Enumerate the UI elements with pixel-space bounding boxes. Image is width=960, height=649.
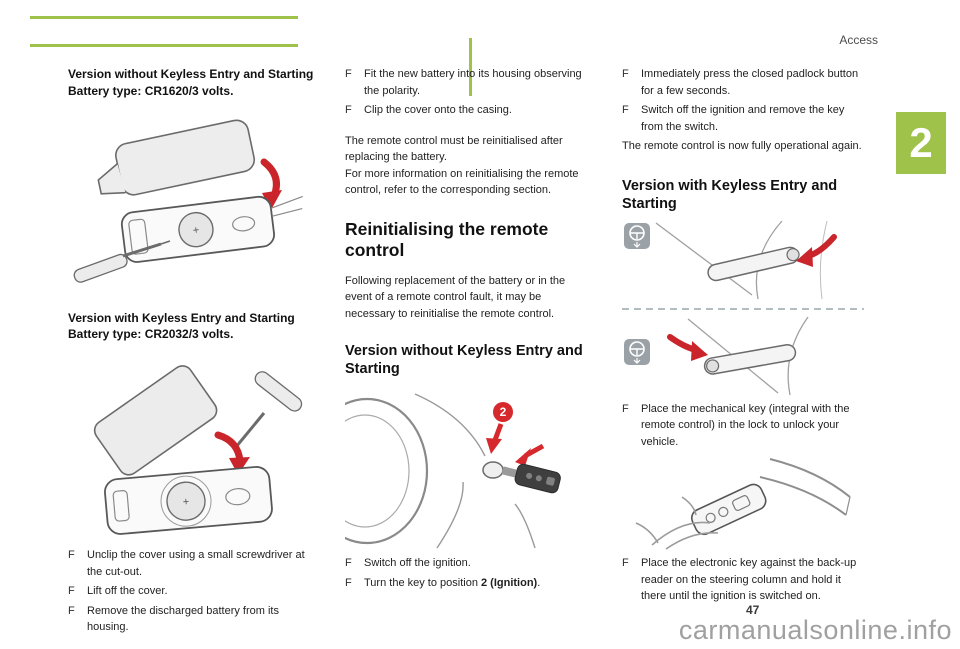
list-item: F Turn the key to position 2 (Ignition). <box>345 575 593 592</box>
battery-cell <box>178 211 214 247</box>
chapter-tab: 2 <box>896 112 946 174</box>
badge-number: 2 <box>500 405 507 419</box>
list-item: F Lift off the cover. <box>68 583 316 600</box>
heading-version-without-keyless: Version without Keyless Entry and Starti… <box>68 67 314 98</box>
list-item: F Immediately press the closed padlock b… <box>622 66 864 99</box>
steering-wheel <box>345 398 429 545</box>
bullet-list-battery-fitting: F Fit the new battery into its housing o… <box>345 66 593 119</box>
list-item-text: Switch off the ignition. <box>364 557 471 570</box>
list-item: F Place the electronic key against the b… <box>622 555 864 605</box>
arrow-bullet: F <box>622 68 629 80</box>
list-item-text: Place the electronic key against the bac… <box>641 557 857 603</box>
accent-line-second <box>30 44 298 47</box>
chapter-number: 2 <box>909 119 933 166</box>
steering-wheel-icon <box>624 338 650 365</box>
steering-column <box>759 458 851 517</box>
arrow-bullet: F <box>345 557 352 570</box>
red-arrow-icon <box>667 333 708 361</box>
illustration-keyless-fob-battery: + <box>68 351 316 543</box>
list-item-text: Unclip the cover using a small screwdriv… <box>87 549 305 578</box>
illustration-ignition-switch: 2 <box>345 386 593 551</box>
arrow-bullet: F <box>622 104 629 116</box>
subheading-version-with-keyless: Version with Keyless Entry and Starting <box>622 177 838 212</box>
list-item: F Switch off the ignition and remove the… <box>622 102 864 135</box>
page-number: 47 <box>746 603 760 617</box>
list-item: F Fit the new battery into its housing o… <box>345 66 593 99</box>
arrow-bullet: F <box>68 585 75 598</box>
key-lock <box>706 359 720 373</box>
bullet-list-battery-removal: F Unclip the cover using a small screwdr… <box>68 547 316 636</box>
red-arrow-icon <box>486 423 504 455</box>
list-item: F Clip the cover onto the casing. <box>345 102 593 119</box>
illustration-backup-reader <box>622 453 864 551</box>
door-panel-bottom <box>624 316 809 395</box>
door-panel-top <box>624 220 837 299</box>
battery-cell <box>166 481 206 522</box>
bullet-list-reinit-steps: F Switch off the ignition. F Turn the ke… <box>345 555 593 591</box>
watermark: carmanualsonline.info <box>678 615 952 645</box>
key-position-bold: 2 (Ignition) <box>481 576 538 589</box>
screwdriver-icon <box>73 239 171 283</box>
paragraph: For more information on reinitialising t… <box>345 167 579 197</box>
bullet-list-reinit-finish: F Immediately press the closed padlock b… <box>622 66 864 135</box>
paragraph: The remote control is now fully operatio… <box>622 140 862 152</box>
battery-polarity-mark: + <box>192 224 200 237</box>
illustration-keyfob-cover-removal: + <box>68 110 316 300</box>
list-item-text: Fit the new battery into its housing obs… <box>364 68 582 97</box>
ignition-and-key <box>482 461 561 494</box>
heading-reinitialising-remote: Reinitialising the remote control <box>345 218 549 260</box>
arrow-bullet: F <box>622 402 629 415</box>
fob-body: + <box>104 466 273 536</box>
heading-version-with-keyless: Version with Keyless Entry and Starting … <box>68 310 295 342</box>
column-middle: F Fit the new battery into its housing o… <box>345 66 593 594</box>
steering-wheel-icon <box>624 222 650 249</box>
arrow-bullet: F <box>345 104 352 116</box>
list-item: F Place the mechanical key (integral wit… <box>622 401 864 451</box>
list-item-text: Immediately press the closed padlock but… <box>641 68 859 97</box>
key-blade <box>270 195 303 217</box>
fob-cover <box>93 365 218 476</box>
arrow-bullet: F <box>68 604 75 617</box>
list-item: F Remove the discharged battery from its… <box>68 603 316 636</box>
dashboard-lines <box>414 393 536 549</box>
list-item-text: Switch off the ignition and remove the k… <box>641 104 845 133</box>
column-right: F Immediately press the closed padlock b… <box>622 66 864 608</box>
section-label: Access <box>839 33 878 47</box>
arrow-bullet: F <box>68 549 75 562</box>
column-left: Version without Keyless Entry and Starti… <box>68 66 316 639</box>
red-arrow-icon <box>260 158 282 210</box>
arrow-bullet: F <box>345 68 352 80</box>
accent-line-top <box>30 16 298 19</box>
accent-line-vertical <box>469 38 472 96</box>
position-2-badge: 2 <box>493 402 513 423</box>
hand-outline <box>635 496 719 550</box>
red-arrow-icon <box>214 431 250 476</box>
electronic-key <box>690 483 767 536</box>
list-item-text: Turn the key to position 2 (Ignition). <box>364 576 541 589</box>
screwdriver-icon <box>234 371 303 449</box>
illustration-door-lock-unlock <box>622 220 864 397</box>
arrow-bullet: F <box>622 557 629 570</box>
key-lock <box>786 247 800 262</box>
fob-body: + <box>120 195 303 263</box>
subheading-version-without-keyless: Version without Keyless Entry and Starti… <box>345 343 583 378</box>
list-item-text: Remove the discharged battery from its h… <box>87 604 279 634</box>
door-handle <box>703 343 797 375</box>
paragraph: The remote control must be reinitialised… <box>345 134 563 164</box>
list-item-text: Clip the cover onto the casing. <box>364 104 512 116</box>
fob-cover <box>97 119 256 196</box>
list-item-text: Place the mechanical key (integral with … <box>641 402 850 448</box>
list-item: F Unclip the cover using a small screwdr… <box>68 547 316 580</box>
battery-polarity-mark: + <box>182 496 189 509</box>
red-arrow-icon <box>796 233 837 267</box>
list-item-text: Lift off the cover. <box>87 585 168 598</box>
door-handle <box>707 246 800 281</box>
paragraph-block: The remote control must be reinitialised… <box>345 133 593 199</box>
paragraph: Following replacement of the battery or … <box>345 274 566 320</box>
arrow-bullet: F <box>345 576 352 589</box>
list-item: F Switch off the ignition. <box>345 555 593 572</box>
red-arrow-icon <box>515 444 545 467</box>
